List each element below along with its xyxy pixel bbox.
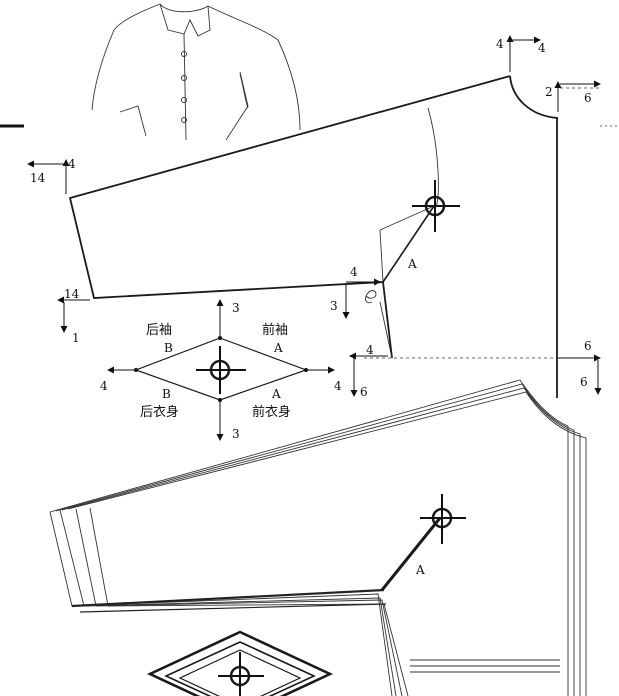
shirt-illustration	[91, 3, 301, 141]
svg-text:1: 1	[72, 331, 80, 345]
diamond-right-value: 4	[334, 379, 342, 393]
shift-labels: 4 4 2 6 4 14 14 1 4 3 4 6 6 6	[30, 37, 592, 399]
svg-text:4: 4	[68, 157, 76, 171]
lower-point-label-a: A	[415, 563, 425, 577]
svg-text:6: 6	[584, 339, 592, 353]
svg-text:6: 6	[580, 375, 588, 389]
crosshair-upper	[412, 180, 460, 232]
scissor-icon	[365, 290, 377, 304]
upper-pattern	[68, 75, 619, 398]
point-label-a: A	[407, 257, 417, 271]
shift-arrows	[27, 35, 602, 397]
svg-text:4: 4	[538, 41, 546, 55]
svg-text:4: 4	[496, 37, 504, 51]
svg-text:6: 6	[360, 385, 368, 399]
diamond-top-value: 3	[232, 301, 240, 315]
label-front-body: 前衣身	[252, 404, 291, 420]
crosshair-lower	[420, 494, 466, 544]
lower-diamond	[146, 630, 334, 696]
svg-text:4: 4	[366, 343, 374, 357]
label-front-sleeve: 前袖	[262, 322, 288, 338]
svg-text:4: 4	[350, 265, 358, 279]
diamond-legend: 3 3 4 4 后袖 B 前袖 A B 后衣身 A 前衣身	[100, 299, 342, 441]
svg-text:A: A	[273, 341, 283, 355]
svg-text:2: 2	[545, 85, 553, 99]
svg-text:3: 3	[330, 299, 338, 313]
svg-text:14: 14	[64, 287, 80, 301]
svg-text:6: 6	[584, 91, 592, 105]
svg-text:B: B	[162, 387, 171, 401]
diamond-bottom-value: 3	[232, 427, 240, 441]
label-back-body: 后衣身	[140, 404, 179, 420]
diamond-left-value: 4	[100, 379, 108, 393]
svg-text:A: A	[271, 387, 281, 401]
label-back-sleeve: 后袖	[146, 323, 172, 338]
lower-pattern	[49, 379, 587, 696]
svg-text:14: 14	[30, 171, 46, 185]
svg-text:B: B	[164, 341, 173, 355]
